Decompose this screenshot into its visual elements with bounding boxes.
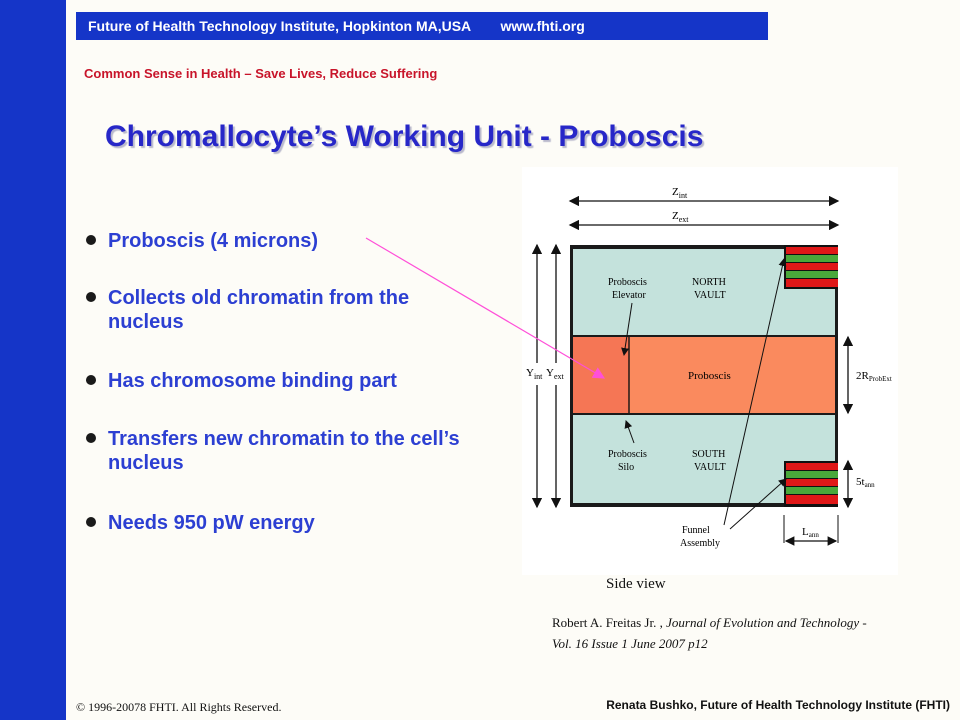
left-sidebar-bar — [0, 0, 66, 720]
bullet-dot — [86, 235, 96, 245]
citation-journal: Journal of Evolution and Technology - Vo… — [552, 615, 867, 651]
bullet-dot — [86, 292, 96, 302]
citation: Robert A. Freitas Jr. , Journal of Evolu… — [552, 612, 872, 654]
bullet-text-continuation: nucleus — [108, 311, 184, 333]
bullet-text: Transfers new chromatin to the cell’s — [108, 428, 460, 450]
figure-caption: Side view — [606, 576, 666, 592]
label-proboscis-elevator: Elevator — [612, 290, 647, 301]
institute-name: Future of Health Technology Institute, H… — [88, 18, 471, 34]
bullet-text: Collects old chromatin from the — [108, 287, 410, 309]
slide-title: Chromallocyte’s Working Unit - Proboscis — [105, 120, 704, 153]
bullet-text: Needs 950 pW energy — [108, 512, 315, 534]
header-band: Future of Health Technology Institute, H… — [76, 12, 768, 40]
bullet-dot — [86, 375, 96, 385]
label-funnel-assembly: Assembly — [680, 538, 720, 549]
label-proboscis: Proboscis — [688, 370, 731, 382]
t-ann-label: 5tann — [856, 476, 875, 489]
label-north-vault: VAULT — [694, 290, 726, 301]
r-probext-label: 2RProbExt — [856, 370, 892, 383]
label-proboscis-silo: Proboscis — [608, 449, 647, 460]
label-funnel-assembly: Funnel — [682, 525, 710, 536]
bullet-dot — [86, 517, 96, 527]
proboscis-diagram: Zint Zext Yint Yext Proboscis — [522, 167, 898, 575]
tagline: Common Sense in Health – Save Lives, Red… — [84, 66, 438, 81]
l-ann-label: Lann — [802, 526, 819, 539]
label-proboscis-silo: Silo — [618, 462, 634, 473]
bullet-text: Proboscis (4 microns) — [108, 230, 319, 252]
label-proboscis-elevator: Proboscis — [608, 277, 647, 288]
label-south-vault: VAULT — [694, 462, 726, 473]
y-int-label: Yint — [526, 367, 543, 381]
copyright-footer: © 1996-20078 FHTI. All Rights Reserved. — [76, 700, 282, 714]
y-ext-label: Yext — [546, 367, 565, 381]
bullet-text-continuation: nucleus — [108, 452, 184, 474]
bullet-text: Has chromosome binding part — [108, 370, 397, 392]
z-int-label: Zint — [672, 186, 688, 200]
z-ext-label: Zext — [672, 210, 689, 224]
institute-url[interactable]: www.fhti.org — [500, 18, 585, 34]
citation-author: Robert A. Freitas Jr. , — [552, 615, 667, 630]
label-north-vault: NORTH — [692, 277, 726, 288]
bullet-dot — [86, 433, 96, 443]
label-south-vault: SOUTH — [692, 449, 725, 460]
author-credit-footer: Renata Bushko, Future of Health Technolo… — [606, 698, 950, 712]
